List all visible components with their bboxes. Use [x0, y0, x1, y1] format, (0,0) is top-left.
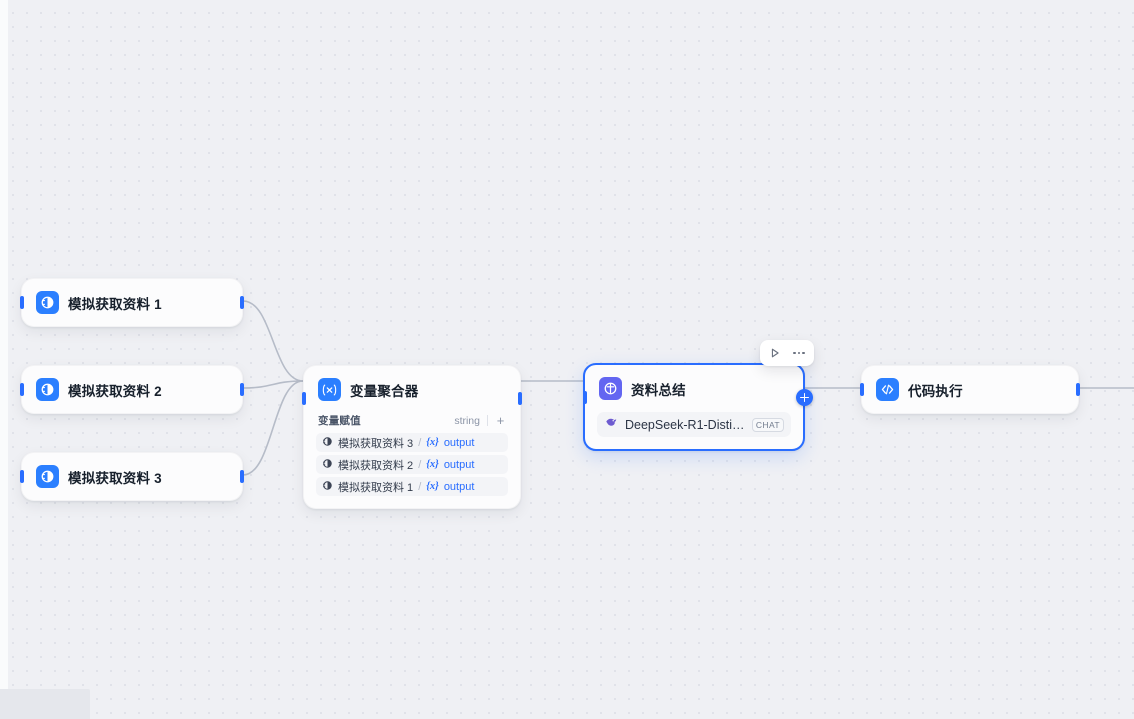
tool-split-circle-icon — [36, 465, 59, 488]
node-toolbar[interactable] — [760, 340, 814, 366]
variable-source-node: 模拟获取资料 2 — [338, 459, 414, 472]
divider — [487, 415, 488, 426]
more-icon[interactable] — [788, 343, 810, 363]
node-code-execution[interactable]: 代码执行 — [860, 365, 1080, 414]
run-icon[interactable] — [764, 343, 786, 363]
output-type-label: string — [454, 414, 480, 427]
model-name: DeepSeek-R1-Distill-... — [625, 417, 745, 432]
variable-source-node: 模拟获取资料 1 — [338, 481, 414, 494]
variable-type-icon: {x} — [426, 437, 439, 448]
node-source-3[interactable]: 模拟获取资料 3 — [20, 452, 244, 501]
tool-split-circle-icon — [322, 434, 333, 452]
output-port[interactable] — [240, 470, 244, 483]
assign-variable-label: 变量赋值 — [318, 415, 361, 427]
variable-name: output — [443, 458, 475, 471]
bottom-left-panel[interactable] — [0, 689, 90, 719]
separator: / — [418, 436, 422, 449]
output-port[interactable] — [518, 392, 522, 405]
input-port[interactable] — [20, 296, 24, 309]
input-port[interactable] — [302, 392, 306, 405]
variable-row[interactable]: 模拟获取资料 2 / {x} output — [316, 455, 508, 474]
node-variable-aggregator[interactable]: 变量聚合器 变量赋值 string + — [302, 365, 522, 509]
variable-source-node: 模拟获取资料 3 — [338, 437, 414, 450]
node-title: 模拟获取资料 2 — [68, 383, 162, 399]
tool-split-circle-icon — [36, 291, 59, 314]
variable-row[interactable]: 模拟获取资料 1 / {x} output — [316, 477, 508, 496]
separator: / — [418, 480, 422, 493]
left-edge-strip — [0, 0, 8, 719]
input-port[interactable] — [583, 391, 587, 404]
node-title: 模拟获取资料 3 — [68, 470, 162, 486]
input-port[interactable] — [20, 470, 24, 483]
variable-type-icon: {x} — [426, 459, 439, 470]
aggregator-subheader: 变量赋值 string + — [316, 413, 508, 433]
input-port[interactable] — [860, 383, 864, 396]
input-port[interactable] — [20, 383, 24, 396]
node-title: 资料总结 — [631, 382, 686, 398]
code-brackets-icon — [876, 378, 899, 401]
tool-split-circle-icon — [322, 478, 333, 496]
output-port[interactable] — [240, 383, 244, 396]
edge-src2-aggregator — [242, 380, 304, 389]
node-source-1[interactable]: 模拟获取资料 1 — [20, 278, 244, 327]
add-variable-button[interactable]: + — [496, 413, 505, 428]
model-type-badge: CHAT — [751, 417, 784, 432]
node-source-2[interactable]: 模拟获取资料 2 — [20, 365, 244, 414]
add-next-node-button[interactable] — [796, 389, 813, 406]
variable-type-icon: {x} — [426, 481, 439, 492]
node-title: 代码执行 — [908, 383, 963, 399]
llm-body: DeepSeek-R1-Distill-... CHAT — [585, 412, 803, 449]
variable-name: output — [443, 480, 475, 493]
deepseek-whale-icon — [604, 415, 618, 434]
llm-circle-icon — [599, 377, 622, 400]
node-title: 模拟获取资料 1 — [68, 296, 162, 312]
variable-name: output — [443, 436, 475, 449]
output-port[interactable] — [240, 296, 244, 309]
node-title: 变量聚合器 — [350, 383, 419, 399]
variable-x-icon — [318, 378, 341, 401]
edge-src3-aggregator — [242, 380, 304, 476]
separator: / — [418, 458, 422, 471]
tool-split-circle-icon — [322, 456, 333, 474]
edge-src1-aggregator — [242, 300, 304, 382]
model-selector[interactable]: DeepSeek-R1-Distill-... CHAT — [597, 412, 791, 437]
output-port[interactable] — [1076, 383, 1080, 396]
node-llm-summary[interactable]: 资料总结 DeepSeek-R1-Distill-... CHAT — [583, 363, 813, 451]
aggregator-body: 变量赋值 string + 模拟获取资料 3 / — [304, 413, 520, 508]
tool-split-circle-icon — [36, 378, 59, 401]
variable-row[interactable]: 模拟获取资料 3 / {x} output — [316, 433, 508, 452]
